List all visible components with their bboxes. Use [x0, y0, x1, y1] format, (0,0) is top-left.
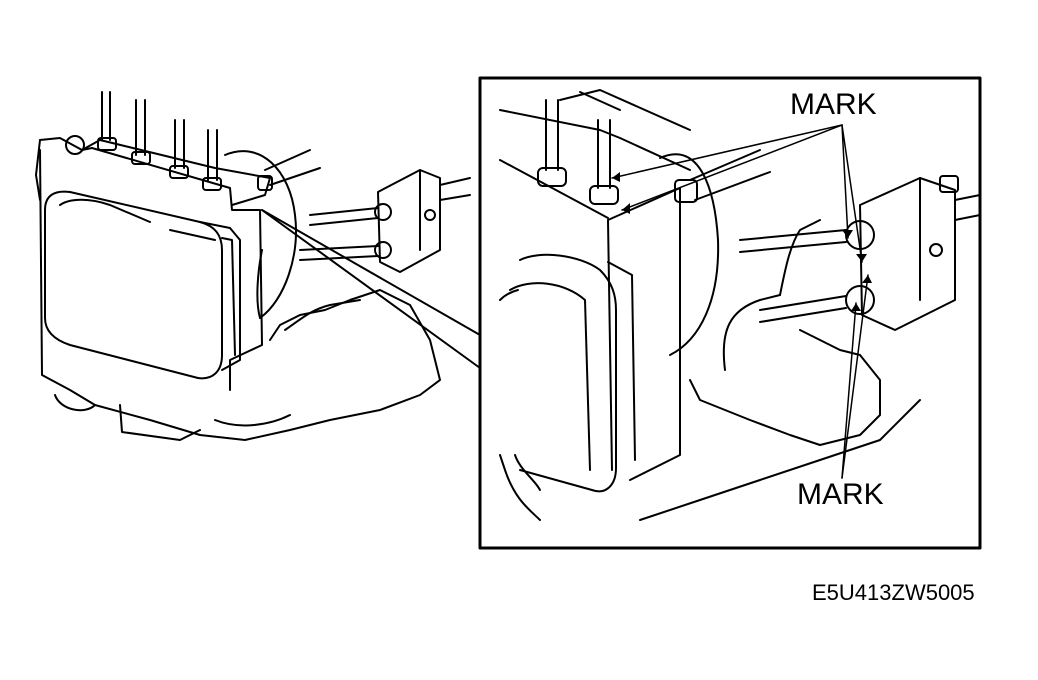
inset-brake-pipes	[537, 91, 621, 205]
mark-pointers	[611, 124, 869, 479]
mark-label-bottom: MARK	[797, 478, 884, 511]
abs-unit-overview	[35, 91, 471, 441]
mark-arrowheads	[612, 172, 872, 311]
hydraulic-block	[39, 137, 263, 391]
modulator-cover	[44, 190, 223, 380]
inset-modulator-cover	[519, 253, 617, 493]
mark-label-top: MARK	[790, 88, 877, 121]
callout-leader	[261, 209, 481, 369]
mounting-bracket	[39, 149, 441, 441]
brake-pipes-top	[97, 91, 222, 191]
junction-block-left	[299, 169, 471, 273]
inset-frame	[478, 76, 982, 550]
pump-motor	[224, 150, 297, 319]
figure-code: E5U413ZW5005	[812, 580, 975, 605]
inset-detail	[499, 89, 981, 521]
